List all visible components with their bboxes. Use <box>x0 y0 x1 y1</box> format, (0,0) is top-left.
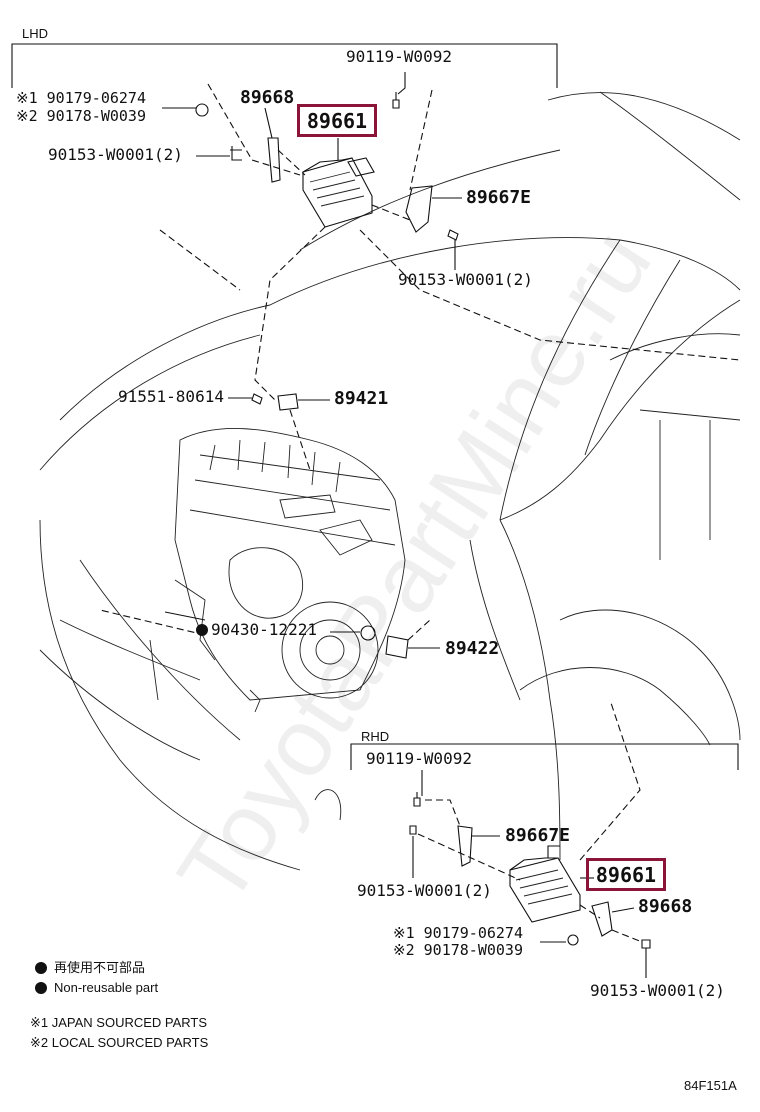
part-89668-lhd[interactable]: 89668 <box>240 87 295 108</box>
lhd-leaders <box>159 72 741 401</box>
part-89661-rhd[interactable]: 89661 <box>595 862 657 887</box>
note-japan-sourced: ※1 JAPAN SOURCED PARTS <box>30 1015 208 1030</box>
rhd-frame <box>350 743 739 770</box>
part-89668-rhd[interactable]: 89668 <box>638 896 693 917</box>
part-91551-80614[interactable]: 91551-80614 <box>118 387 224 406</box>
part-89422[interactable]: 89422 <box>445 638 500 659</box>
legend-dot-en <box>35 982 47 994</box>
part-90178-w0039-rhd[interactable]: ※2 90178-W0039 <box>393 941 523 959</box>
vehicle-body-outline <box>39 91 741 871</box>
part-90119-w0092-rhd[interactable]: 90119-W0092 <box>366 749 472 768</box>
legend-nonreusable-en: Non-reusable part <box>54 980 159 995</box>
part-90430-12221[interactable]: 90430-12221 <box>211 620 317 639</box>
rhd-leaders <box>412 699 647 978</box>
part-89667e-lhd[interactable]: 89667E <box>466 187 532 208</box>
lhd-frame <box>11 43 558 88</box>
part-89661-lhd[interactable]: 89661 <box>306 108 368 133</box>
lhd-ecu-assembly <box>195 92 459 241</box>
part-90179-06274-rhd[interactable]: ※1 90179-06274 <box>393 924 523 942</box>
highlight-89661-lhd[interactable]: 89661 <box>297 104 377 137</box>
part-89667e-rhd[interactable]: 89667E <box>505 825 571 846</box>
part-90153-w0001-lhd-left[interactable]: 90153-W0001(2) <box>48 145 183 164</box>
note-local-sourced: ※2 LOCAL SOURCED PARTS <box>30 1035 209 1050</box>
sensor-89422 <box>99 609 440 659</box>
part-90153-w0001-lhd-right[interactable]: 90153-W0001(2) <box>398 270 533 289</box>
part-90153-w0001-rhd-left[interactable]: 90153-W0001(2) <box>357 881 492 900</box>
lhd-section-label: LHD <box>22 26 49 41</box>
highlight-89661-rhd[interactable]: 89661 <box>586 858 666 891</box>
part-90178-w0039-lhd[interactable]: ※2 90178-W0039 <box>16 107 146 125</box>
legend-dot-jp <box>35 962 47 974</box>
part-89421[interactable]: 89421 <box>334 388 389 409</box>
part-90119-w0092-lhd[interactable]: 90119-W0092 <box>346 47 452 66</box>
nonreusable-marker <box>196 624 208 636</box>
part-90179-06274-lhd[interactable]: ※1 90179-06274 <box>16 89 146 107</box>
sensor-89421 <box>228 393 330 471</box>
rhd-section-label: RHD <box>361 729 390 744</box>
legend-nonreusable-jp: 再使用不可部品 <box>54 960 146 975</box>
part-90153-w0001-rhd-right[interactable]: 90153-W0001(2) <box>590 981 725 1000</box>
engine-assembly <box>174 428 406 713</box>
figure-code: 84F151A <box>684 1078 737 1093</box>
rhd-ecu-assembly <box>409 792 651 949</box>
